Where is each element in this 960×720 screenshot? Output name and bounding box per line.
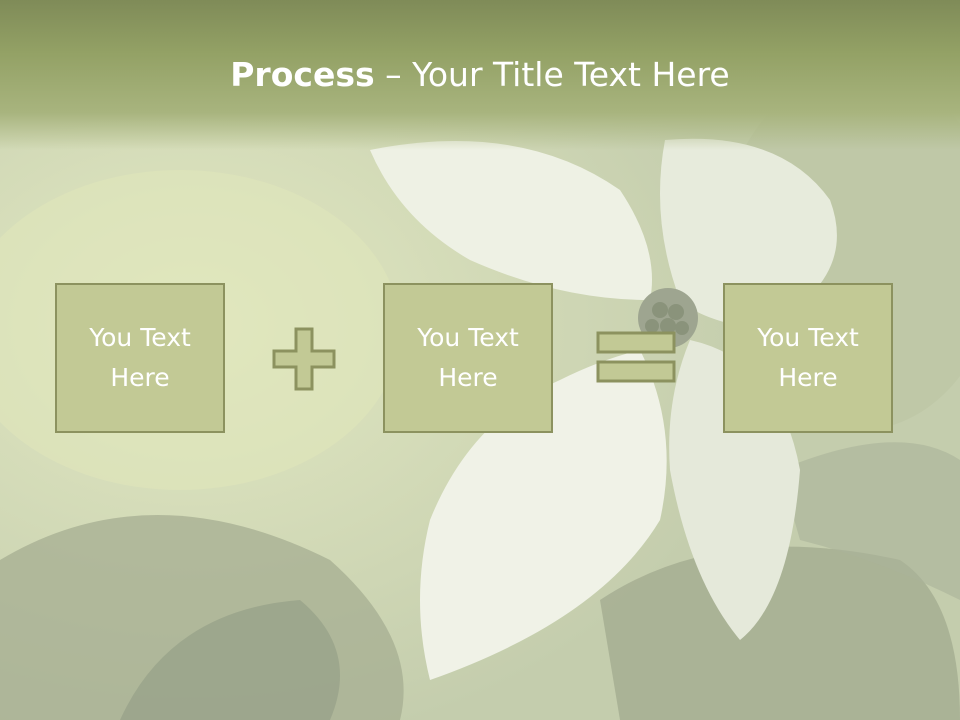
process-box-3[interactable]: You Text Here <box>723 283 893 433</box>
process-box-1[interactable]: You Text Here <box>55 283 225 433</box>
title-bold-part: Process <box>230 55 375 94</box>
process-box-2-label: You Text Here <box>417 323 519 392</box>
process-box-2[interactable]: You Text Here <box>383 283 553 433</box>
process-box-1-label: You Text Here <box>89 323 191 392</box>
equals-icon <box>596 331 676 383</box>
title-text-part: – Your Title Text Here <box>374 55 730 94</box>
slide-title: Process – Your Title Text Here <box>0 52 960 98</box>
process-box-3-label: You Text Here <box>757 323 859 392</box>
plus-icon <box>272 327 336 391</box>
title-bar <box>0 0 960 150</box>
